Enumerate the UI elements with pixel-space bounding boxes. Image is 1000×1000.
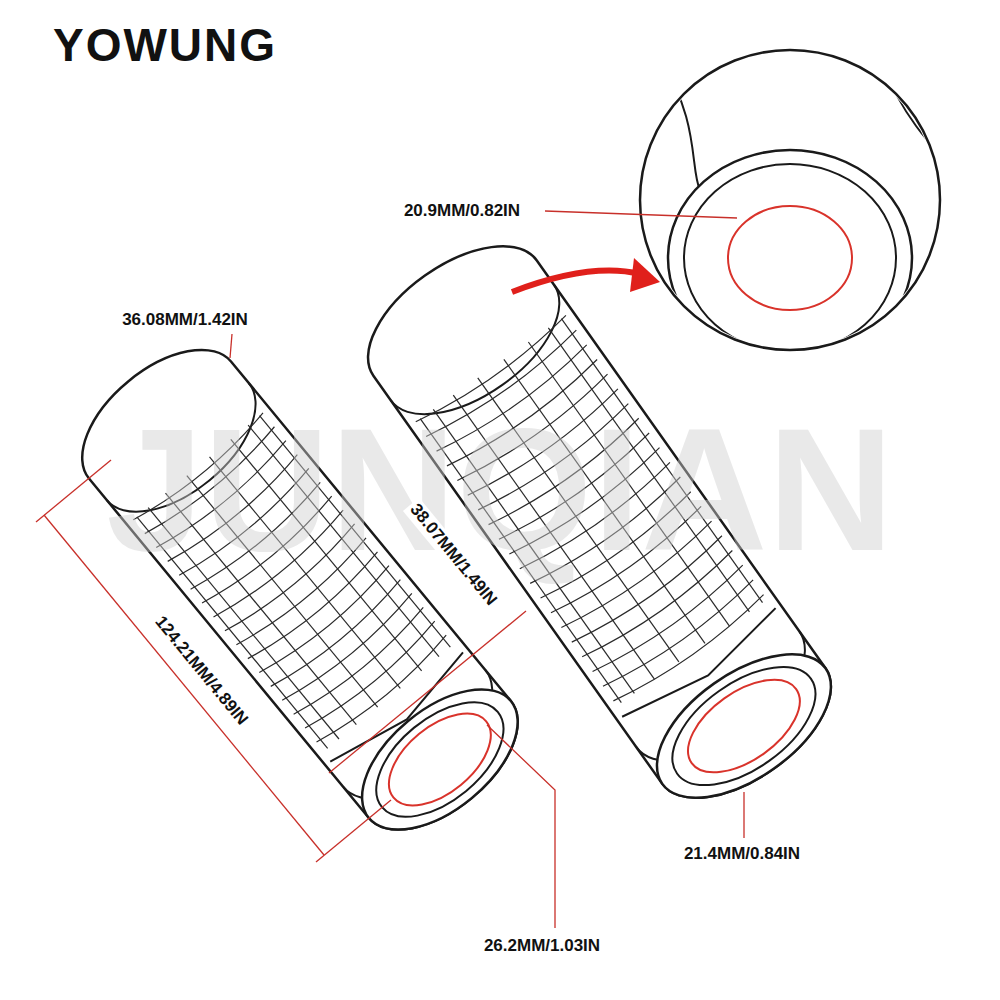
dimension-label: 26.2MM/1.03IN <box>481 936 603 957</box>
grip-texture <box>271 580 406 693</box>
leader-line <box>545 211 737 218</box>
extension-line <box>36 460 111 522</box>
dimension-label: 20.9MM/0.82IN <box>401 201 523 222</box>
grip-contour <box>660 60 700 190</box>
grip-end-ring <box>356 680 524 839</box>
grip-end-ring <box>684 164 896 352</box>
grip-bore <box>373 696 508 823</box>
watermark: JUNQIAN <box>103 393 897 588</box>
zoom-arrow <box>512 271 640 292</box>
dimension-label: 21.4MM/0.84IN <box>681 844 803 865</box>
grip-texture <box>282 593 417 706</box>
grip-end-ring <box>652 644 836 809</box>
extension-line <box>316 800 391 862</box>
detail-view <box>660 60 960 366</box>
leader-line <box>487 725 555 928</box>
leader-line <box>230 334 232 358</box>
dimension-line <box>329 611 526 773</box>
grip-bore <box>672 661 816 790</box>
dimension-label: 36.08MM/1.42IN <box>119 310 251 331</box>
grip-texture <box>294 607 429 720</box>
grip-contour <box>880 60 960 170</box>
grip-end-face <box>668 150 912 366</box>
grip-end-face <box>337 662 543 856</box>
arrow-head <box>630 258 660 292</box>
grip-bore <box>728 206 852 310</box>
brand-logo: YOWUNG <box>50 19 280 72</box>
leader-line <box>743 792 744 838</box>
